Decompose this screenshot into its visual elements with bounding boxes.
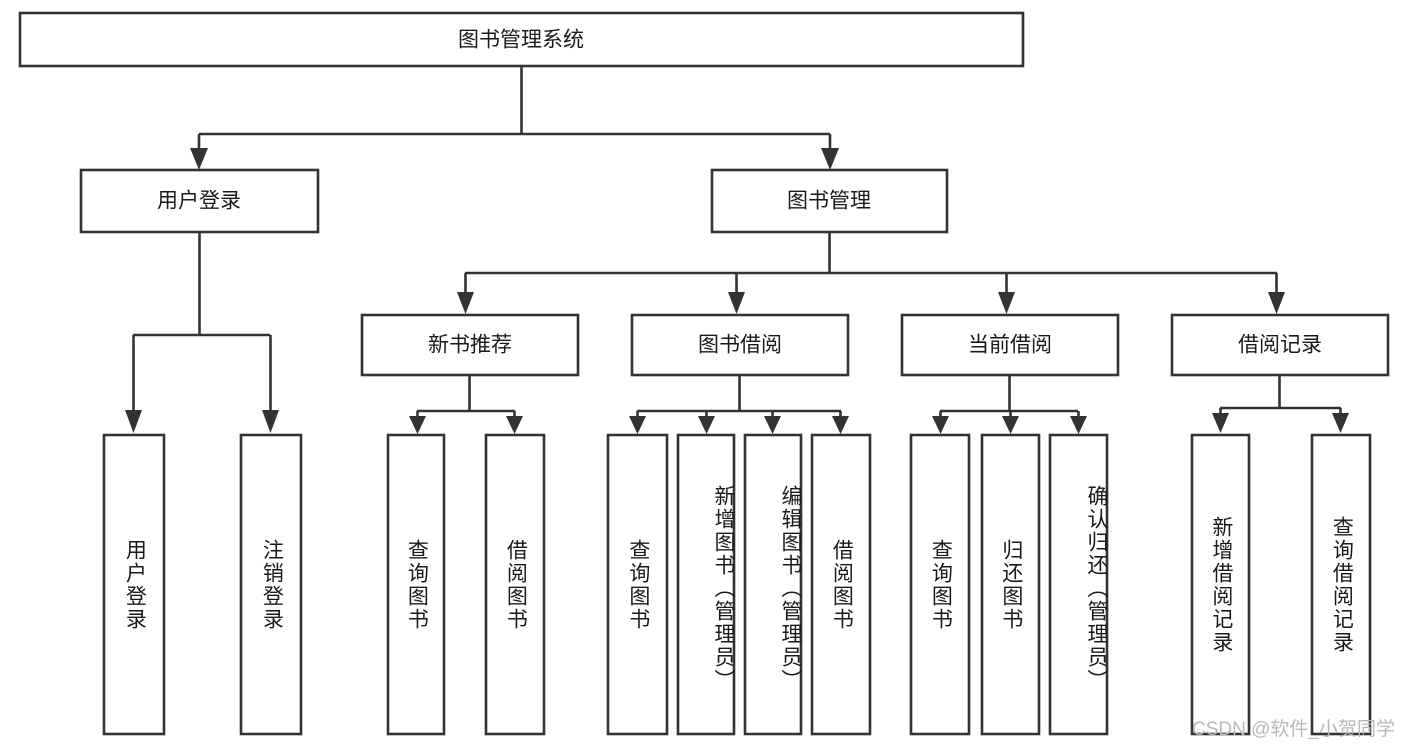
- node-new-book-recommend[interactable]: 新书推荐: [360, 313, 580, 377]
- leaf-label-user-login: 用户登录: [123, 538, 147, 631]
- node-book-borrow[interactable]: 图书借阅: [630, 313, 850, 377]
- arrow-borrow-leaf-1: [629, 416, 646, 434]
- leaf-box-query-book-1[interactable]: [386, 433, 446, 736]
- leaf-box-add-record[interactable]: [1190, 433, 1251, 736]
- leaf-label-add-book-admin: 新增图书（管理员）: [712, 485, 735, 692]
- node-book-borrow-box[interactable]: [630, 313, 850, 377]
- node-root[interactable]: 图书管理系统: [18, 11, 1025, 68]
- arrow-current-leaf-1: [932, 416, 949, 434]
- node-user-login-label: 用户登录: [157, 190, 241, 213]
- arrow-book-mgmt-to-borrow: [728, 292, 745, 314]
- leaf-label-query-book-1: 查询图书: [405, 538, 429, 631]
- leaf-box-edit-book-admin[interactable]: [743, 433, 803, 736]
- arrow-new-book-leaf-2: [506, 416, 523, 434]
- node-borrow-record-box[interactable]: [1170, 313, 1390, 377]
- arrow-new-book-leaf-1: [409, 416, 426, 434]
- node-borrow-record-label: 借阅记录: [1238, 334, 1322, 357]
- connector-layer: [125, 66, 1349, 434]
- node-root-label: 图书管理系统: [458, 29, 584, 52]
- node-book-management[interactable]: 图书管理: [710, 168, 949, 234]
- leaf-box-query-book-3[interactable]: [909, 433, 971, 736]
- arrow-book-mgmt-to-current: [998, 292, 1015, 314]
- leaf-label-query-record: 查询借阅记录: [1330, 515, 1354, 654]
- arrow-root-to-book-mgmt: [821, 148, 839, 170]
- leaf-box-return-book[interactable]: [980, 433, 1041, 736]
- leaf-box-add-book-admin[interactable]: [676, 433, 736, 736]
- arrow-current-leaf-3: [1070, 416, 1087, 434]
- node-book-management-box[interactable]: [710, 168, 949, 234]
- leaf-label-add-record: 新增借阅记录: [1209, 515, 1233, 654]
- leaf-box-query-book-2[interactable]: [606, 433, 669, 736]
- leaf-box-borrow-book-1[interactable]: [484, 433, 546, 736]
- arrow-user-login-leaf-1: [125, 410, 142, 433]
- arrow-borrow-leaf-4: [832, 416, 849, 434]
- node-current-borrow-label: 当前借阅: [968, 334, 1052, 357]
- leaf-label-borrow-book-1: 借阅图书: [504, 538, 528, 631]
- node-current-borrow[interactable]: 当前借阅: [900, 313, 1120, 377]
- arrow-book-mgmt-to-new-book: [457, 292, 474, 314]
- arrow-borrow-leaf-2: [698, 416, 715, 434]
- node-borrow-record[interactable]: 借阅记录: [1170, 313, 1390, 377]
- arrow-record-leaf-1: [1212, 413, 1229, 433]
- leaf-node-layer: [102, 433, 1372, 736]
- leaf-box-query-record[interactable]: [1310, 433, 1372, 736]
- leaf-label-edit-book-admin: 编辑图书（管理员）: [779, 485, 802, 692]
- arrow-current-leaf-2: [1002, 416, 1019, 434]
- arrow-borrow-leaf-3: [764, 416, 781, 434]
- node-new-book-recommend-box[interactable]: [360, 313, 580, 377]
- leaf-box-user-login[interactable]: [102, 433, 166, 736]
- leaf-label-logout: 注销登录: [260, 538, 284, 631]
- node-current-borrow-box[interactable]: [900, 313, 1120, 377]
- arrow-root-to-user-login: [190, 148, 208, 170]
- leaf-label-confirm-return: 确认归还（管理员）: [1085, 485, 1108, 692]
- arrow-record-leaf-2: [1332, 413, 1349, 433]
- node-book-borrow-label: 图书借阅: [698, 334, 782, 357]
- csdn-watermark: CSDN @软件_小贺同学: [1192, 719, 1395, 740]
- node-new-book-recommend-label: 新书推荐: [428, 334, 512, 357]
- leaf-label-query-book-2: 查询图书: [626, 538, 650, 631]
- leaf-box-logout[interactable]: [239, 433, 303, 736]
- leaf-label-return-book: 归还图书: [999, 538, 1023, 631]
- leaf-box-confirm-return[interactable]: [1048, 433, 1109, 736]
- arrow-book-mgmt-to-record: [1268, 292, 1285, 314]
- arrow-user-login-leaf-2: [262, 410, 279, 433]
- leaf-label-borrow-book-2: 借阅图书: [830, 538, 854, 631]
- leaf-label-query-book-3: 查询图书: [929, 538, 953, 631]
- node-user-login-box[interactable]: [79, 168, 320, 234]
- node-book-management-label: 图书管理: [787, 190, 871, 213]
- leaf-box-borrow-book-2[interactable]: [810, 433, 872, 736]
- node-root-box[interactable]: [18, 11, 1025, 68]
- node-user-login[interactable]: 用户登录: [79, 168, 320, 234]
